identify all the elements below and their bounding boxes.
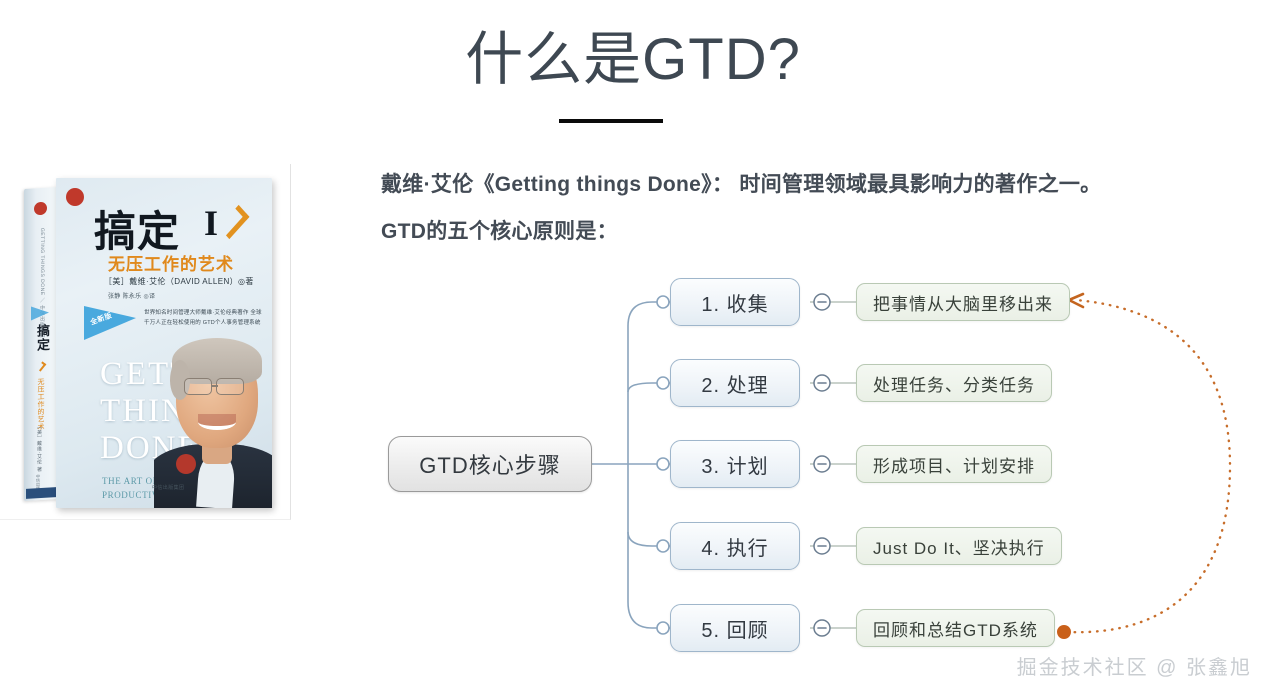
portrait-glasses-left — [184, 378, 212, 395]
cover-blurb: 世界知名时间管理大师戴维·艾伦经典著作 全球千万人正在轻松使用的 GTD个人事务… — [144, 310, 262, 327]
cover-volume: I — [204, 203, 219, 243]
body-copy: 戴维·艾伦《Getting things Done》： 时间管理领域最具影响力的… — [381, 172, 1241, 244]
mindmap-detail-node-2[interactable]: 处理任务、分类任务 — [856, 364, 1052, 402]
book-cover-image: GETTING THINGS DONE ／ 中信出版集团 搞定 无压工作的艺术 … — [0, 164, 291, 520]
publisher-logo-icon — [34, 201, 47, 216]
cover-seal-icon — [176, 454, 196, 474]
body-line-1: 戴维·艾伦《Getting things Done》： 时间管理领域最具影响力的… — [381, 173, 1102, 196]
cover-ribbon-icon — [84, 306, 136, 340]
watermark: 掘金技术社区 @ 张鑫旭 — [1016, 657, 1252, 679]
page-title: 什么是GTD? — [465, 27, 801, 92]
mindmap: GTD核心步骤 1. 收集 2. 处理 3. 计划 4. 执行 5. 回顾 把事… — [370, 250, 1260, 670]
book-spine: GETTING THINGS DONE ／ 中信出版集团 搞定 无压工作的艺术 … — [24, 187, 58, 501]
mindmap-step-node-4[interactable]: 4. 执行 — [670, 522, 800, 570]
mindmap-detail-node-5[interactable]: 回顾和总结GTD系统 — [856, 609, 1055, 647]
cover-title: 搞定 — [94, 207, 181, 256]
portrait-glasses-right — [216, 378, 244, 395]
cover-subtitle: 无压工作的艺术 — [108, 255, 234, 274]
cover-publisher-logo-icon — [66, 188, 84, 206]
spine-bottom-bar — [26, 487, 56, 499]
checkmark-icon — [36, 361, 47, 372]
portrait-smile — [198, 414, 236, 430]
mindmap-step-node-5[interactable]: 5. 回顾 — [670, 604, 800, 652]
cover-author-line: ［美］戴维·艾伦（DAVID ALLEN）◎著 — [104, 277, 254, 286]
body-line-2: GTD的五个核心原则是： — [381, 220, 618, 244]
book: GETTING THINGS DONE ／ 中信出版集团 搞定 无压工作的艺术 … — [24, 178, 272, 508]
book-front-cover: 搞定 I 无压工作的艺术 ［美］戴维·艾伦（DAVID ALLEN）◎著 张静 … — [56, 178, 272, 508]
mindmap-detail-node-3[interactable]: 形成项目、计划安排 — [856, 445, 1052, 483]
loop-start-dot — [1057, 625, 1071, 639]
spine-top-text: GETTING THINGS DONE ／ 中信出版集团 — [39, 227, 45, 339]
mindmap-detail-node-1[interactable]: 把事情从大脑里移出来 — [856, 283, 1070, 321]
spine-author: ［美］戴维·艾伦 著 — [36, 423, 42, 473]
mindmap-connectors — [592, 292, 1232, 639]
spine-title: 搞定 — [35, 323, 50, 353]
paper-plane-icon — [31, 305, 49, 321]
author-portrait — [154, 326, 272, 508]
portrait-glasses-bridge — [211, 385, 218, 387]
cover-translator-line: 张静 陈永乐 ◎译 — [108, 294, 156, 300]
mindmap-step-node-1[interactable]: 1. 收集 — [670, 278, 800, 326]
mindmap-step-node-2[interactable]: 2. 处理 — [670, 359, 800, 407]
mindmap-detail-node-4[interactable]: Just Do It、坚决执行 — [856, 527, 1062, 565]
cover-publisher: 中信出版集团 — [152, 485, 185, 491]
mindmap-step-node-3[interactable]: 3. 计划 — [670, 440, 800, 488]
mindmap-root-node[interactable]: GTD核心步骤 — [388, 436, 592, 492]
spine-subtitle: 无压工作的艺术 — [37, 377, 44, 431]
cover-checkmark-icon — [218, 204, 250, 240]
title-underline — [559, 119, 663, 123]
